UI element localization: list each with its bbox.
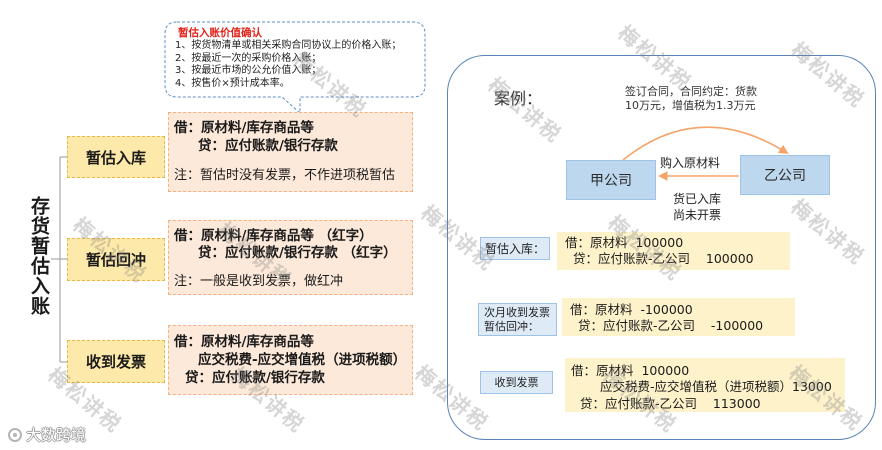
contract-text: 签订合同，合同约定：货款	[625, 85, 757, 98]
credit-line: 贷：应付账款-乙公司 113000	[580, 396, 761, 411]
entry-note: 注：暂估时没有发票，不作进项税暂估	[174, 168, 396, 183]
hierarchy-bracket	[51, 156, 67, 363]
debit-tax-line: 应交税费-应交增值税（进项税额）	[198, 352, 407, 368]
case-step-label-line: 次月收到发票	[484, 306, 550, 319]
delivery-status: 货已入库	[673, 192, 722, 206]
case-heading: 案例：	[494, 89, 543, 108]
callout-item: 4、按售价×预计成本率。	[175, 78, 290, 89]
seller-company-box: 乙公司	[740, 155, 830, 195]
callout-item: 2、按最近一次的采购价格入账；	[175, 53, 322, 64]
debit-tax-line: 应交税费-应交增值税（进项税额）13000	[600, 379, 832, 394]
credit-line: 贷：应付账款/银行存款 （红字）	[198, 245, 397, 261]
stage-label-provisional-entry: 暂估入库	[67, 136, 165, 178]
purchase-label: 购入原材料	[660, 156, 721, 170]
debit-line: 借：原材料/库存商品等	[174, 334, 314, 350]
brand-text: 大数跨境	[26, 426, 87, 444]
case-panel	[447, 55, 876, 440]
callout-bubble	[164, 21, 426, 115]
debit-line: 借：原材料 -100000	[570, 302, 693, 317]
case-entry-box: 借：原材料 100000 应交税费-应交增值税（进项税额）13000 贷：应付账…	[565, 358, 845, 412]
purchase-arc	[622, 126, 789, 161]
debit-line: 借：原材料 100000	[571, 363, 690, 378]
entry-note: 注：一般是收到发票，做红冲	[174, 274, 344, 289]
callout-item: 1、按货物清单或相关采购合同协议上的价格入账；	[175, 40, 402, 51]
credit-line: 贷：应付账款/银行存款	[198, 138, 338, 154]
case-step-label: 次月收到发票 暂估回冲：	[478, 303, 557, 336]
credit-line: 贷：应付账款-乙公司 100000	[573, 251, 754, 266]
stage-entry-box: 借：原材料/库存商品等 贷：应付账款/银行存款 注：暂估时没有发票，不作进项税暂…	[168, 112, 413, 192]
diagram-title: 存货暂估入账	[28, 196, 50, 316]
stage-entry-box: 借：原材料/库存商品等 应交税费-应交增值税（进项税额） 贷：应付账款/银行存款	[168, 325, 413, 395]
case-entry-box: 借：原材料 100000 贷：应付账款-乙公司 100000	[557, 232, 790, 270]
credit-line: 贷：应付账款-乙公司 -100000	[578, 318, 764, 333]
stage-entry-box: 借：原材料/库存商品等 （红字） 贷：应付账款/银行存款 （红字） 注：一般是收…	[168, 220, 413, 295]
case-entry-box: 借：原材料 -100000 贷：应付账款-乙公司 -100000	[562, 298, 795, 336]
invoice-status: 尚未开票	[673, 208, 722, 222]
callout-item: 3、按最近市场的公允价值入账；	[175, 65, 322, 76]
case-step-label: 暂估入库：	[480, 237, 550, 260]
case-step-label: 收到发票	[480, 371, 553, 394]
brand-watermark: 大数跨境	[8, 426, 86, 444]
buyer-company-box: 甲公司	[566, 160, 656, 200]
case-step-label-line: 暂估回冲：	[484, 320, 539, 333]
debit-line: 借：原材料/库存商品等 （红字）	[174, 228, 373, 244]
contract-text: 10万元，增值税为1.3万元	[625, 99, 756, 112]
stage-label-invoice-received: 收到发票	[67, 340, 165, 383]
brand-logo-icon	[8, 428, 22, 442]
callout-title: 暂估入账价值确认	[178, 27, 262, 39]
debit-line: 借：原材料 100000	[565, 235, 684, 250]
credit-line: 贷：应付账款/银行存款	[185, 370, 325, 386]
debit-line: 借：原材料/库存商品等	[174, 120, 314, 136]
stage-label-reversal: 暂估回冲	[67, 238, 165, 281]
